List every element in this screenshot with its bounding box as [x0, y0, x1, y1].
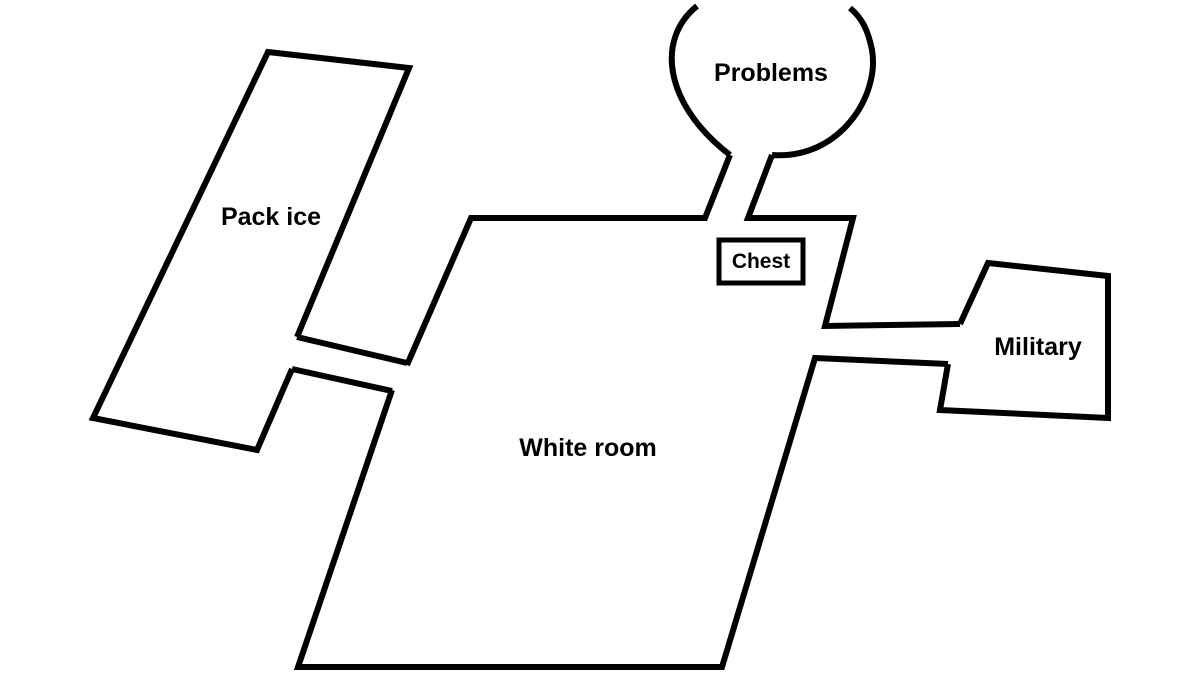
pack-ice-wall-upper: [88, 48, 414, 454]
chest-label: Chest: [732, 250, 790, 273]
room-label-military: Military: [994, 333, 1082, 361]
pack-ice-passage-wall-bottom: [291, 366, 393, 394]
white-room-wall-upper: [404, 153, 733, 367]
problems-room: [668, 3, 876, 159]
white-room: [293, 153, 961, 670]
room-label-problems: Problems: [714, 59, 828, 87]
room-label-pack-ice: Pack ice: [221, 203, 321, 231]
chest-box[interactable]: [716, 237, 806, 286]
pack-ice-room: [88, 48, 414, 454]
white-room-wall-lower: [293, 354, 949, 670]
room-label-white-room: White room: [519, 434, 657, 462]
pack-ice-passage-wall-top: [296, 334, 408, 366]
military-room: [936, 259, 1111, 422]
white-room-wall-right-upper: [743, 153, 961, 330]
